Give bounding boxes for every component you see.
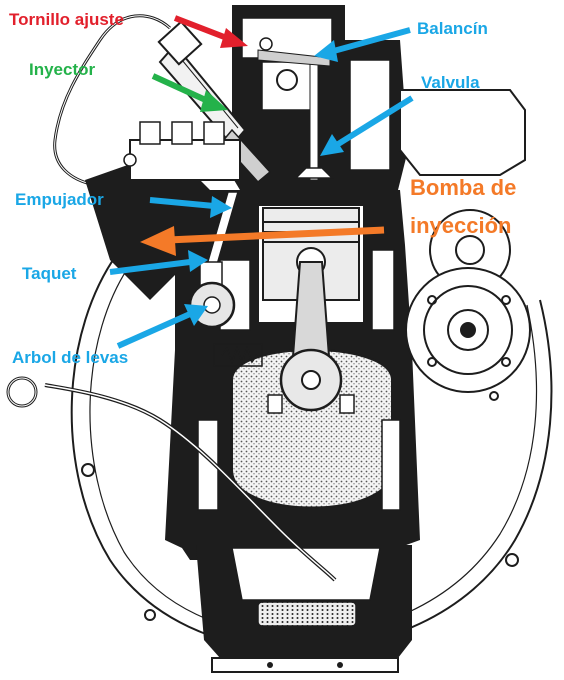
valvula-arrow <box>320 95 414 156</box>
label-inyeccion: inyección <box>410 213 512 238</box>
callout-arrows <box>109 15 414 349</box>
empujador-arrow <box>149 196 232 218</box>
taquet-arrow <box>109 250 208 275</box>
right-accessories <box>399 89 531 401</box>
tornillo-ajuste-arrow <box>173 15 248 48</box>
oil-sump <box>196 545 412 673</box>
balancin-arrow <box>314 27 411 62</box>
label-empujador: Empujador <box>15 190 104 209</box>
inyector-arrow <box>151 73 228 112</box>
label-bomba-de: Bomba de <box>410 175 517 200</box>
arbol-levas-arrow <box>116 304 208 349</box>
label-balancin: Balancín <box>417 19 488 38</box>
dipstick <box>6 376 337 582</box>
label-inyector: Inyector <box>29 60 96 79</box>
label-tornillo-ajuste: Tornillo ajuste <box>9 10 124 29</box>
label-taquet: Taquet <box>22 264 77 283</box>
cylinder-head <box>222 5 408 190</box>
label-arbol-de-levas: Arbol de levas <box>12 348 129 367</box>
bomba-inyeccion-arrow <box>140 226 385 256</box>
valve-train <box>188 191 263 367</box>
label-valvula: Valvula <box>421 73 480 92</box>
